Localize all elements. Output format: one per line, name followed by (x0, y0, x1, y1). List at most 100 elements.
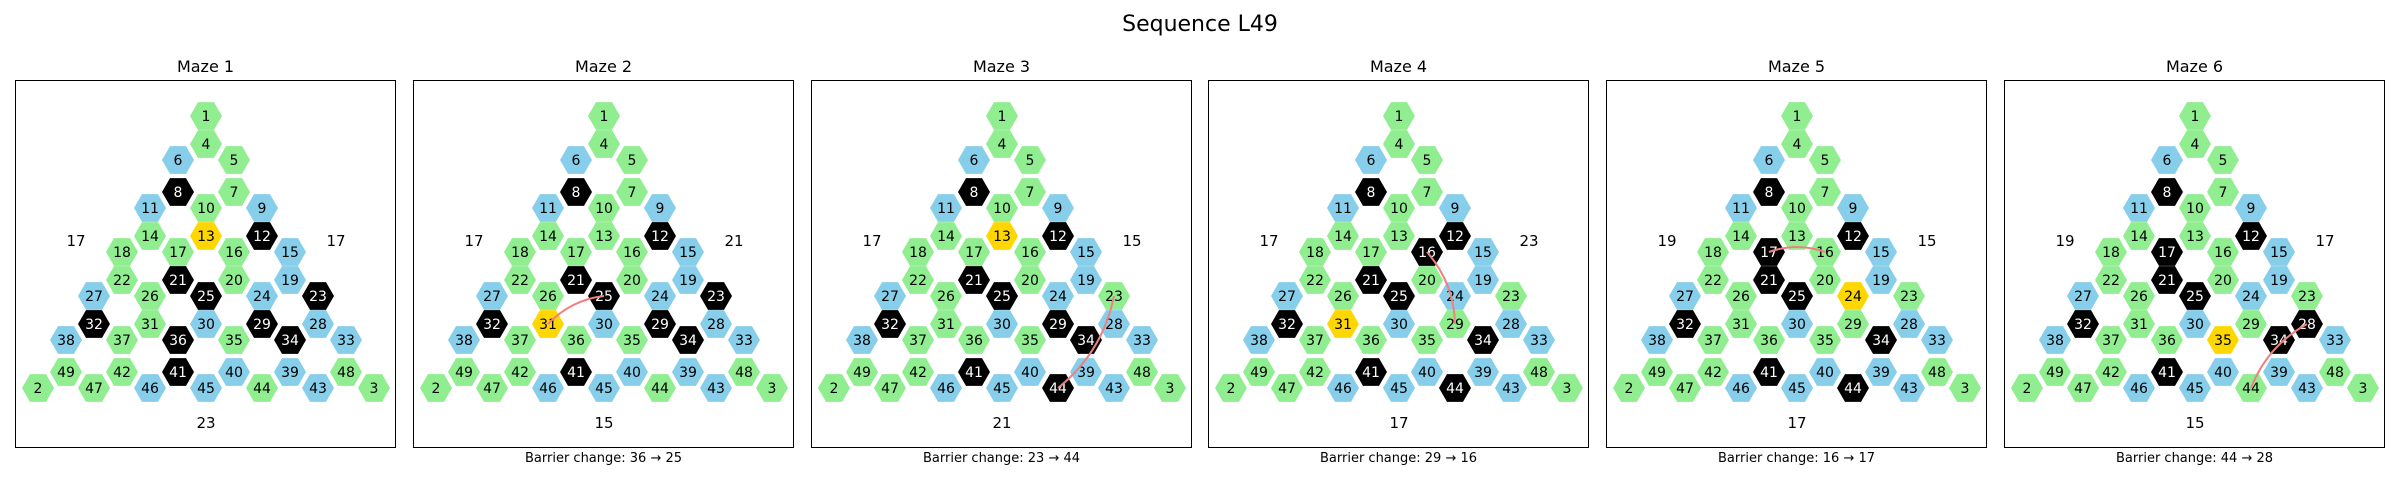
maze-cell-portal: 39 (274, 358, 306, 386)
hex-cell (644, 282, 676, 310)
maze-cell-barrier: 21 (560, 266, 592, 294)
cell-number: 40 (2214, 365, 2232, 381)
cell-number: 33 (735, 333, 753, 349)
panel-title: Maze 5 (1767, 57, 1826, 76)
cell-number: 24 (651, 289, 669, 305)
cell-number: 49 (1250, 365, 1268, 381)
maze-cell-open: 26 (532, 282, 564, 310)
hex-cell (246, 222, 278, 250)
maze-cell-open: 14 (2123, 222, 2155, 250)
maze-cell-portal: 9 (246, 194, 278, 222)
maze-cell-portal: 19 (274, 266, 306, 294)
hex-cell (2151, 358, 2183, 386)
maze-cell-barrier: 32 (78, 310, 110, 338)
maze-cell-portal: 24 (644, 282, 676, 310)
hex-cell (78, 374, 110, 402)
cell-number: 22 (2102, 273, 2120, 289)
hex-cell (1355, 146, 1387, 174)
hex-cell (958, 266, 990, 294)
maze-cell-open: 16 (2207, 238, 2239, 266)
hex-cell (1299, 326, 1331, 354)
maze-cell-portal: 33 (1126, 326, 1158, 354)
hex-cell (672, 326, 704, 354)
hex-cell (1070, 238, 1102, 266)
hex-cell (958, 238, 990, 266)
hex-cell (218, 146, 250, 174)
hex-cell (50, 358, 82, 386)
maze-cell-open: 4 (1383, 130, 1415, 158)
maze-cell-open: 17 (958, 238, 990, 266)
cell-number: 40 (623, 365, 641, 381)
hex-cell (560, 146, 592, 174)
hex-cell (1327, 194, 1359, 222)
hex-cell (162, 326, 194, 354)
maze-cell-barrier: 8 (1753, 178, 1785, 206)
cell-number: 14 (937, 229, 955, 245)
maze-cell-open: 48 (330, 358, 362, 386)
hex-cell (1014, 358, 1046, 386)
hex-cell (218, 326, 250, 354)
cell-number: 39 (1474, 365, 1492, 381)
hex-cell (1439, 282, 1471, 310)
maze-cell-portal: 43 (1893, 374, 1925, 402)
cell-number: 20 (1816, 273, 1834, 289)
hex-cell (644, 194, 676, 222)
cell-number: 10 (2186, 201, 2204, 217)
maze-cell-barrier: 32 (2067, 310, 2099, 338)
cell-number: 9 (1849, 201, 1858, 217)
hex-cell (560, 238, 592, 266)
maze-cell-portal: 9 (1042, 194, 1074, 222)
cell-number: 11 (1334, 201, 1352, 217)
maze-cell-portal: 33 (1921, 326, 1953, 354)
maze-cell-barrier: 29 (246, 310, 278, 338)
cell-number: 44 (253, 381, 271, 397)
maze-cell-open: 3 (1154, 374, 1186, 402)
cell-number: 22 (113, 273, 131, 289)
maze-cell-portal: 38 (50, 326, 82, 354)
maze-cell-portal: 9 (1837, 194, 1869, 222)
hex-cell (930, 194, 962, 222)
cell-number: 47 (1278, 381, 1296, 397)
cell-number: 1 (600, 109, 609, 125)
cell-number: 39 (1872, 365, 1890, 381)
cell-number: 3 (1961, 381, 1970, 397)
hex-cell (1355, 178, 1387, 206)
maze-cell-portal: 39 (1070, 358, 1102, 386)
hex-cell (1439, 222, 1471, 250)
cell-number: 32 (85, 317, 103, 333)
maze-cell-open: 22 (106, 266, 138, 294)
hex-cell (2067, 310, 2099, 338)
cell-number: 6 (572, 153, 581, 169)
cell-number: 7 (628, 185, 637, 201)
cell-number: 40 (1816, 365, 1834, 381)
hex-cell (1865, 238, 1897, 266)
cell-number: 13 (993, 229, 1011, 245)
hex-cell (1299, 358, 1331, 386)
cell-number: 48 (2326, 365, 2344, 381)
maze-cell-open: 3 (2347, 374, 2379, 402)
hex-cell (2235, 282, 2267, 310)
cell-number: 41 (965, 365, 983, 381)
hex-cell (2207, 238, 2239, 266)
cell-number: 40 (1418, 365, 1436, 381)
count-label-left: 17 (66, 232, 85, 250)
hex-cell (2235, 310, 2267, 338)
hex-cell (190, 374, 222, 402)
cell-number: 12 (253, 229, 271, 245)
cell-number: 19 (1474, 273, 1492, 289)
cell-number: 8 (2163, 185, 2172, 201)
hex-cell (902, 326, 934, 354)
maze-cell-portal: 46 (1725, 374, 1757, 402)
cell-number: 9 (2247, 201, 2256, 217)
maze-cell-portal: 11 (134, 194, 166, 222)
hex-cell (2151, 178, 2183, 206)
maze-cell-portal: 39 (2263, 358, 2295, 386)
maze-cell-barrier: 12 (644, 222, 676, 250)
hex-cell (532, 194, 564, 222)
cell-number: 26 (141, 289, 159, 305)
cell-number: 12 (1844, 229, 1862, 245)
maze-cell-open: 2 (2011, 374, 2043, 402)
figure-title: Sequence L49 (1122, 12, 1278, 37)
cell-number: 19 (1872, 273, 1890, 289)
